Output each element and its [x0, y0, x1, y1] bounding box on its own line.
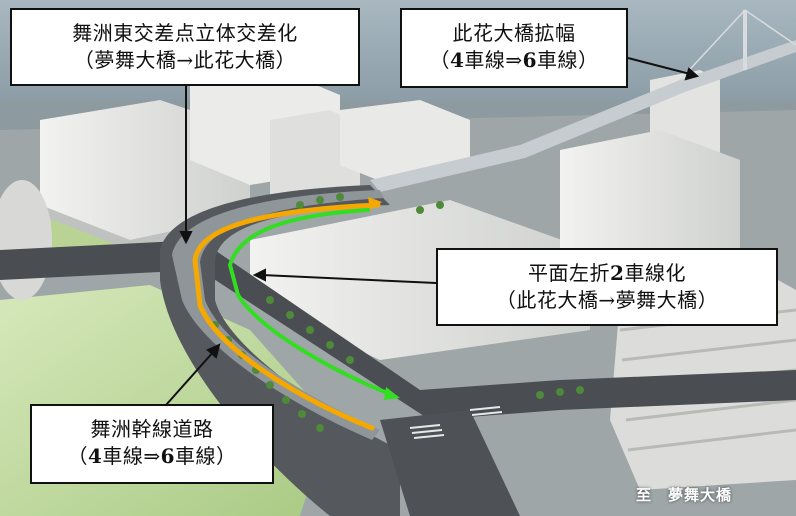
overpass-structure [172, 190, 384, 440]
overpass-route-arrow [192, 202, 381, 431]
left-turn-pointer [261, 274, 437, 284]
cross-road [0, 240, 796, 420]
callout-interchange-title: 舞洲東交差点立体交差化 [72, 21, 298, 45]
trunk-road-pointer [157, 349, 216, 415]
callout-interchange: 舞洲東交差点立体交差化 （夢舞大橋→此花大橋） [10, 8, 360, 86]
building-right-block [560, 130, 740, 280]
callout-left-turn-title: 平面左折2車線化 [528, 261, 686, 285]
callout-trunk-road-title: 舞洲幹線道路 [90, 417, 214, 441]
trunk-road [160, 185, 400, 516]
destination-label: 至 夢舞大橋 [636, 486, 733, 504]
callout-left-turn: 平面左折2車線化 （此花大橋→夢舞大橋） [436, 248, 778, 326]
callout-konohana-title: 此花大橋拡幅 [452, 21, 576, 45]
callout-trunk-road: 舞洲幹線道路 （4車線⇒6車線） [30, 404, 274, 484]
overpass-route-arrowhead [368, 197, 382, 210]
left-turn-route-arrowhead [384, 387, 400, 400]
left-turn-route-arrow [227, 208, 394, 397]
bridge-cable-a [679, 9, 746, 81]
konohana-pointer [627, 57, 691, 75]
callout-pointers [157, 57, 700, 415]
crosswalks [409, 406, 503, 439]
building-mid-cluster [340, 100, 470, 185]
callout-konohana-lanes: （4車線⇒6車線） [429, 48, 599, 72]
callout-konohana-widening: 此花大橋拡幅 （4車線⇒6車線） [400, 8, 628, 88]
south-road [380, 410, 520, 516]
callout-trunk-road-lanes: （4車線⇒6車線） [67, 444, 237, 468]
callout-interchange-direction: （夢舞大橋→此花大橋） [73, 48, 297, 72]
callout-left-turn-direction: （此花大橋→夢舞大橋） [495, 288, 719, 312]
building-center-tall [270, 110, 360, 210]
bridge-cable-b [744, 9, 796, 46]
